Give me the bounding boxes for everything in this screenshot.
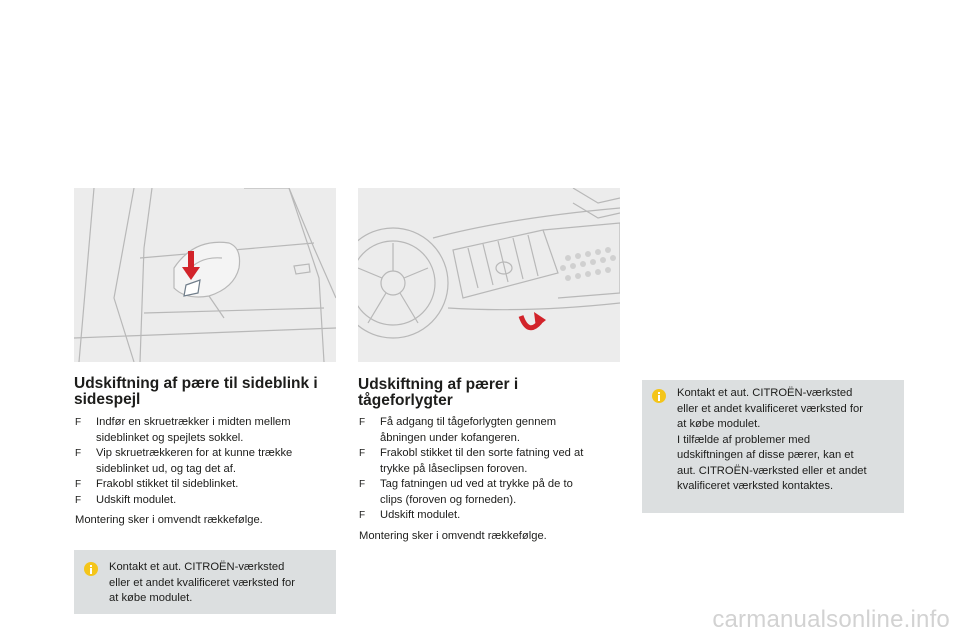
info-icon bbox=[84, 562, 98, 576]
watermark: carmanualsonline.info bbox=[712, 606, 950, 633]
reassembly-note: Montering sker i omvendt rækkefølge. bbox=[359, 530, 547, 542]
reassembly-note: Montering sker i omvendt rækkefølge. bbox=[75, 514, 263, 526]
info-icon bbox=[652, 389, 666, 403]
info-box: Kontakt et aut. CITROËN-værksted eller e… bbox=[74, 550, 336, 614]
fog-lamp-illustration bbox=[358, 188, 620, 362]
info-box: Kontakt et aut. CITROËN-værksted eller e… bbox=[642, 380, 904, 513]
side-mirror-illustration bbox=[74, 188, 336, 362]
red-arrow-down-icon bbox=[182, 251, 200, 280]
red-curved-arrow-icon bbox=[518, 312, 546, 331]
